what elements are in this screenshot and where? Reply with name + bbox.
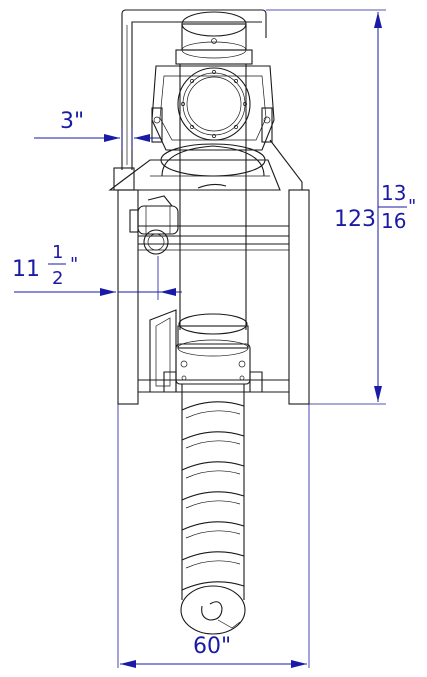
overall-height-numerator: 13 bbox=[381, 181, 406, 205]
lower-flange bbox=[163, 343, 263, 393]
upper-auger-tube bbox=[160, 64, 266, 357]
side-offset-denominator: 2 bbox=[52, 268, 63, 289]
side-offset-numerator: 1 bbox=[52, 242, 63, 263]
overall-width-dimension: 60" bbox=[117, 404, 310, 668]
top-motor-cap bbox=[175, 11, 253, 65]
overall-height-denominator: 16 bbox=[381, 209, 406, 233]
drive-motor bbox=[129, 195, 179, 255]
bolt-circle bbox=[181, 70, 247, 138]
overall-height-label: 123 13 16 " bbox=[334, 181, 416, 233]
side-offset-whole: 11 bbox=[12, 257, 40, 282]
lower-auger-flighting bbox=[181, 384, 245, 600]
overall-width-label: 60" bbox=[193, 634, 231, 659]
top-handle bbox=[121, 9, 267, 170]
auger-machine-outline bbox=[108, 9, 310, 635]
top-offset-dimension: 3" bbox=[34, 109, 160, 150]
top-offset-label: 3" bbox=[60, 109, 84, 134]
dimension-annotations: 123 13 16 " 60" 3" bbox=[12, 9, 416, 668]
overall-height-unit: " bbox=[408, 196, 416, 217]
main-frame bbox=[117, 189, 310, 405]
overall-height-whole: 123 bbox=[334, 207, 376, 232]
side-offset-dimension bbox=[14, 256, 182, 300]
side-offset-unit: " bbox=[70, 254, 78, 275]
gearbox-housing bbox=[151, 65, 275, 151]
side-offset-label: 11 1 2 " bbox=[12, 242, 78, 289]
auger-tip bbox=[180, 585, 246, 635]
side-brackets bbox=[151, 107, 303, 190]
